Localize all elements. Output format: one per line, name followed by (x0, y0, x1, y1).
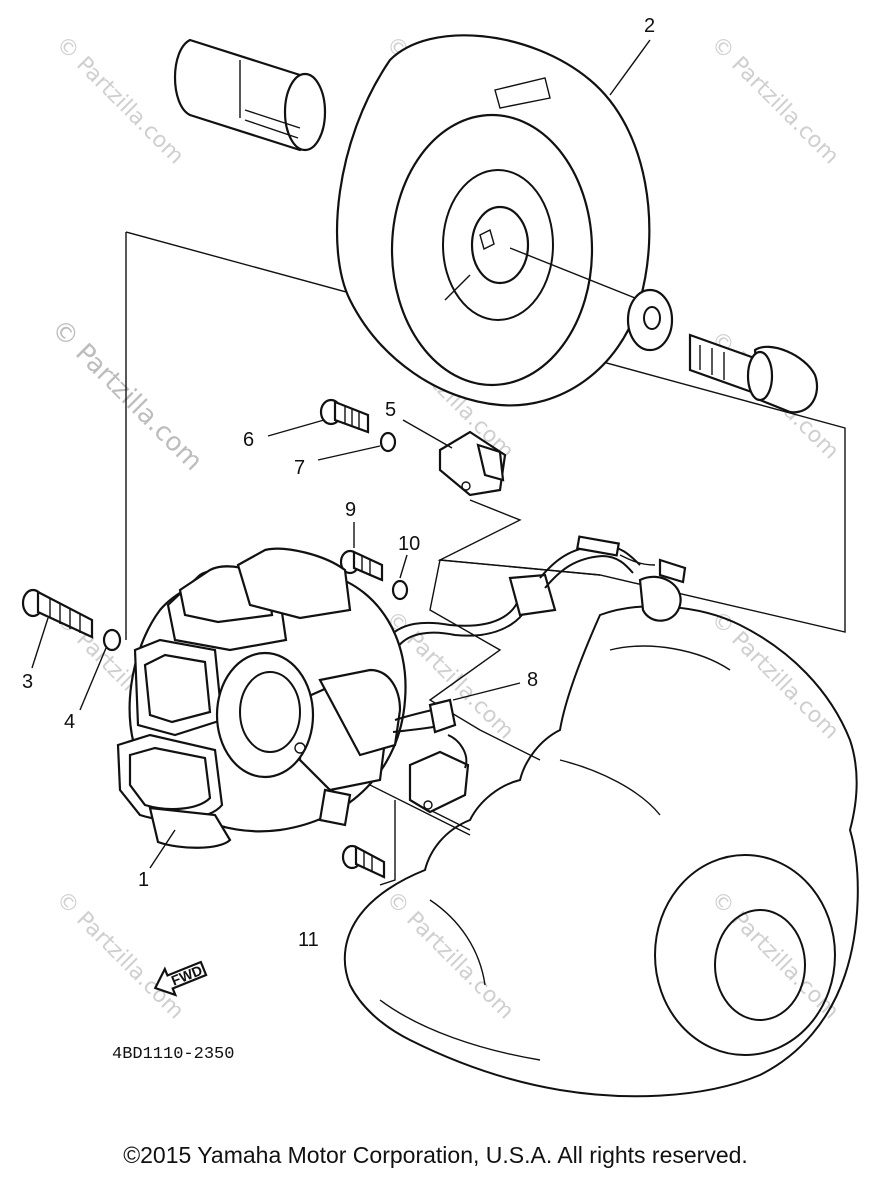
flywheel-rotor (335, 34, 651, 407)
bolt-3 (21, 588, 94, 669)
callouts: 2 6 5 7 9 10 3 4 8 1 11 (22, 15, 655, 951)
stator-assembly (116, 547, 446, 869)
watermark: © Partzilla.com (381, 887, 519, 1025)
pickup-coil-5 (402, 419, 507, 497)
bolt-11 (341, 844, 386, 879)
bolt-6 (267, 398, 370, 437)
copyright-notice: ©2015 Yamaha Motor Corporation, U.S.A. A… (123, 1142, 748, 1168)
callout-3: 3 (22, 671, 33, 693)
watermark: © Partzilla.com (706, 32, 844, 170)
callout-9: 9 (345, 499, 356, 521)
washer-10 (391, 554, 409, 601)
crankcase (343, 605, 859, 1098)
washer (626, 288, 674, 352)
washer-4 (79, 628, 122, 711)
stator-bracket (408, 734, 470, 814)
callout-1: 1 (138, 869, 149, 891)
callout-4: 4 (64, 711, 75, 733)
watermark: © Partzilla.com (51, 887, 189, 1025)
washer-7 (317, 431, 397, 461)
callout-8: 8 (527, 669, 538, 691)
rotor-bolt (688, 333, 819, 414)
callout-2: 2 (644, 15, 655, 37)
fwd-label: FWD (169, 962, 205, 989)
bolt-9 (339, 522, 384, 582)
assembly-frame (125, 231, 846, 886)
watermark: © Partzilla.com (51, 32, 189, 170)
diagram-part-number: 4BD1110-2350 (112, 1045, 234, 1064)
callout-7: 7 (294, 457, 305, 479)
callout-6: 6 (243, 429, 254, 451)
callout-11: 11 (298, 929, 319, 951)
callout-5: 5 (385, 399, 396, 421)
clamp-8 (428, 682, 521, 734)
cap-sleeve (173, 38, 327, 152)
callout-10: 10 (398, 533, 420, 555)
